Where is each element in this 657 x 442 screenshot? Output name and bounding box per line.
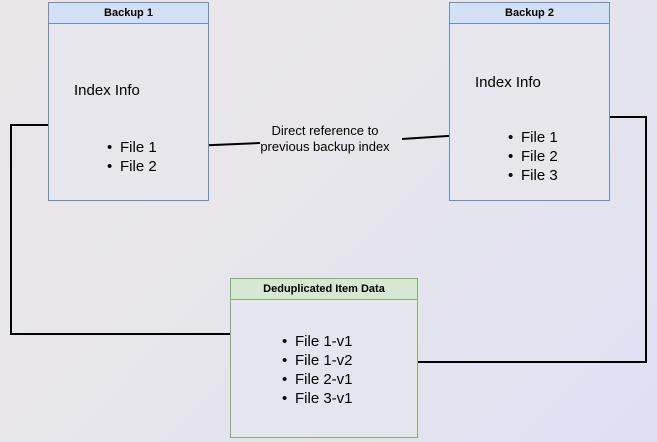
node-backup-1[interactable]: Backup 1 Index Info File 1 File 2 [48,2,209,201]
node-deduplicated-item-data[interactable]: Deduplicated Item Data File 1-v1 File 1-… [230,278,418,438]
direct-reference-line-2: previous backup index [260,139,390,154]
dedup-file-list: File 1-v1 File 1-v2 File 2-v1 File 3-v1 [279,332,352,408]
list-item: File 1-v2 [282,351,352,370]
list-item: File 3 [508,166,558,185]
backup-1-file-list: File 1 File 2 [104,138,157,176]
node-backup-2[interactable]: Backup 2 Index Info File 1 File 2 File 3 [449,2,610,201]
node-backup-1-body: Index Info File 1 File 2 [48,24,209,201]
backup-1-index-info-label: Index Info [74,82,140,99]
list-item: File 2 [107,157,157,176]
backup-2-index-info-label: Index Info [475,74,541,91]
node-deduplicated-item-data-header: Deduplicated Item Data [230,278,418,300]
list-item: File 1 [107,138,157,157]
node-backup-1-header: Backup 1 [48,2,209,24]
direct-reference-line-1: Direct reference to [271,123,379,138]
list-item: File 3-v1 [282,389,352,408]
direct-reference-annotation: Direct reference to previous backup inde… [249,123,401,155]
list-item: File 1-v1 [282,332,352,351]
backup-2-file-list: File 1 File 2 File 3 [505,128,558,185]
list-item: File 2-v1 [282,370,352,389]
node-backup-2-body: Index Info File 1 File 2 File 3 [449,24,610,201]
list-item: File 2 [508,147,558,166]
list-item: File 1 [508,128,558,147]
node-deduplicated-item-data-body: File 1-v1 File 1-v2 File 2-v1 File 3-v1 [230,300,418,438]
node-backup-2-header: Backup 2 [449,2,610,24]
